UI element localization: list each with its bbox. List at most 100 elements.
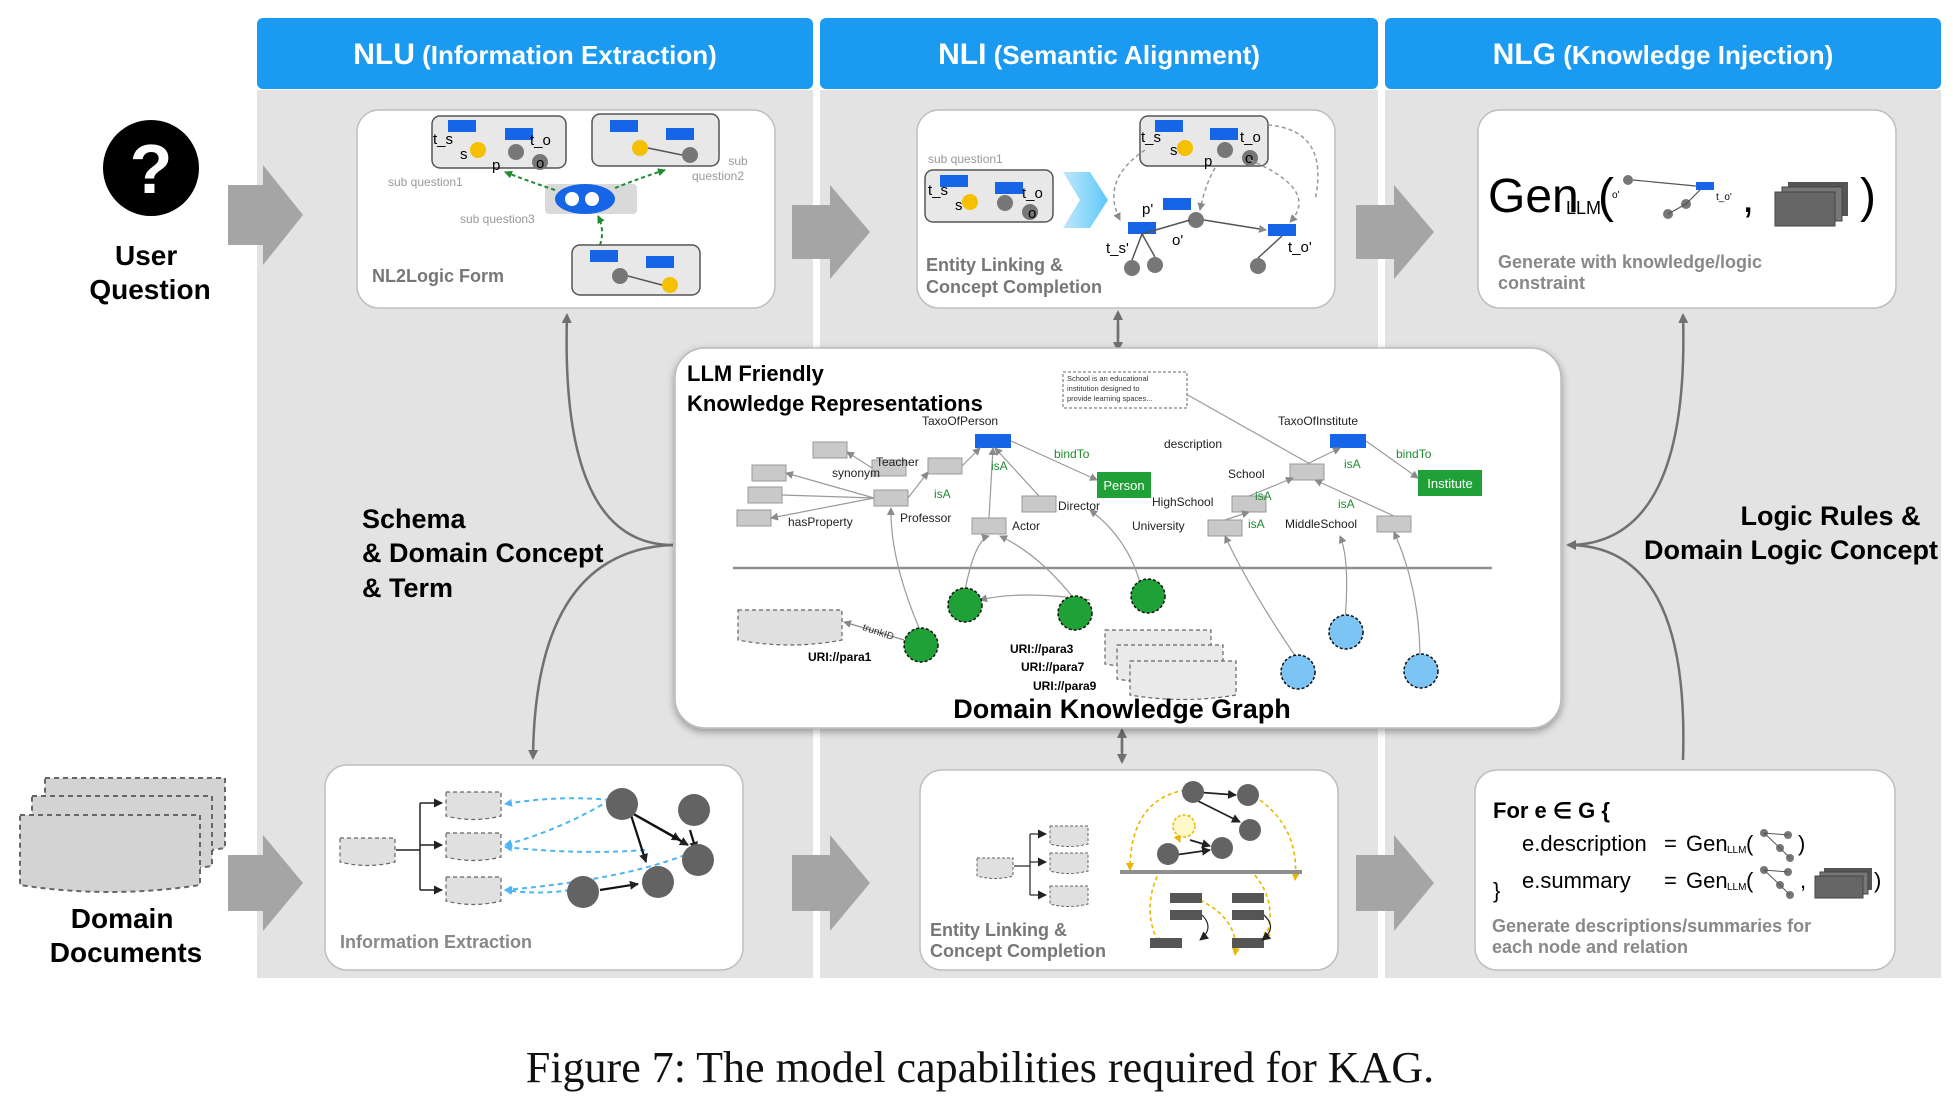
svg-text:Domain Knowledge Graph: Domain Knowledge Graph bbox=[953, 694, 1291, 724]
domain-documents-label: Domain Documents bbox=[50, 903, 202, 968]
svg-text:(: ( bbox=[1598, 170, 1614, 223]
schema-label: Schema & Domain Concept & Term bbox=[362, 504, 611, 603]
svg-text:isA: isA bbox=[1255, 489, 1272, 503]
svg-text:isA: isA bbox=[1248, 517, 1265, 531]
svg-text:Entity Linking &Concept Comple: Entity Linking &Concept Completion bbox=[930, 920, 1106, 961]
svg-text:Institute: Institute bbox=[1427, 476, 1473, 491]
svg-text:URI://para1: URI://para1 bbox=[808, 650, 872, 664]
svg-text:,: , bbox=[1800, 868, 1806, 893]
svg-text:University: University bbox=[1132, 519, 1185, 533]
svg-text:Generate descriptions/summarie: Generate descriptions/summaries foreach … bbox=[1492, 916, 1811, 957]
figure-caption: Figure 7: The model capabilities require… bbox=[526, 1043, 1434, 1092]
svg-text:NLG (Knowledge Injection): NLG (Knowledge Injection) bbox=[1493, 38, 1834, 71]
arrow-nlu-bottom-to-nli bbox=[792, 835, 870, 931]
svg-text:URI://para3: URI://para3 bbox=[1010, 642, 1074, 656]
svg-text:NL2Logic Form: NL2Logic Form bbox=[372, 266, 504, 286]
svg-text:School: School bbox=[1228, 467, 1265, 481]
svg-text:hasProperty: hasProperty bbox=[788, 515, 853, 529]
logic-rules-label: Logic Rules & Domain Logic Concept bbox=[1644, 501, 1938, 565]
nli-triple-box-top: t_s s p t_o o bbox=[1139, 115, 1269, 170]
svg-text:isA: isA bbox=[1338, 497, 1355, 511]
svg-text:): ) bbox=[1874, 868, 1881, 893]
header-nlu: NLU (Information Extraction) bbox=[257, 18, 813, 89]
svg-text:): ) bbox=[1860, 170, 1876, 223]
svg-text:}: } bbox=[1493, 878, 1500, 903]
arrow-nli-to-nlg bbox=[1356, 185, 1434, 279]
svg-text:o: o bbox=[536, 155, 544, 172]
svg-text:Gen: Gen bbox=[1686, 831, 1728, 856]
svg-text:NLU (Information Extraction): NLU (Information Extraction) bbox=[353, 38, 717, 71]
connector-curves bbox=[528, 310, 1689, 764]
svg-text:Information Extraction: Information Extraction bbox=[340, 932, 532, 952]
svg-text:,: , bbox=[1742, 173, 1754, 222]
svg-text:=: = bbox=[1664, 831, 1677, 856]
svg-text:t_o': t_o' bbox=[1716, 192, 1732, 203]
svg-text:LLM: LLM bbox=[1566, 198, 1601, 218]
svg-text:URI://para7: URI://para7 bbox=[1021, 660, 1085, 674]
svg-text:(: ( bbox=[1746, 868, 1754, 893]
svg-text:Person: Person bbox=[1103, 478, 1144, 493]
svg-text:description: description bbox=[1164, 437, 1222, 451]
svg-text:o': o' bbox=[1172, 232, 1183, 249]
svg-text:sub question1: sub question1 bbox=[388, 175, 463, 189]
nli-bottom-panel: Entity Linking &Concept Completion bbox=[919, 769, 1339, 971]
question-icon: ? bbox=[103, 120, 199, 216]
svg-text:t_s: t_s bbox=[928, 182, 948, 199]
svg-text:For e ∈ G {: For e ∈ G { bbox=[1493, 798, 1610, 823]
arrow-documents-to-nlu bbox=[228, 835, 303, 931]
svg-text:t_o: t_o bbox=[530, 132, 551, 149]
svg-text:s: s bbox=[955, 197, 963, 214]
svg-text:TaxoOfPerson: TaxoOfPerson bbox=[922, 414, 998, 428]
svg-text:Entity Linking &Concept Comple: Entity Linking &Concept Completion bbox=[926, 255, 1102, 297]
svg-text:t_s: t_s bbox=[433, 131, 453, 148]
svg-text:p': p' bbox=[1142, 201, 1153, 218]
svg-text:sub question3: sub question3 bbox=[460, 212, 535, 226]
header-nli: NLI (Semantic Alignment) bbox=[820, 18, 1378, 89]
svg-text:bindTo: bindTo bbox=[1396, 447, 1432, 461]
svg-text:o: o bbox=[1028, 205, 1036, 222]
nli-triple-box-left: t_s s t_o o bbox=[924, 169, 1054, 223]
svg-text:e.summary: e.summary bbox=[1522, 868, 1631, 893]
svg-text:t_o: t_o bbox=[1022, 185, 1043, 202]
svg-text:e.description: e.description bbox=[1522, 831, 1647, 856]
svg-text:p: p bbox=[492, 157, 500, 174]
svg-text:isA: isA bbox=[991, 459, 1008, 473]
svg-text:sub question1: sub question1 bbox=[928, 152, 1003, 166]
arrow-question-to-nlu bbox=[228, 165, 303, 265]
svg-text:NLI (Semantic Alignment): NLI (Semantic Alignment) bbox=[938, 38, 1260, 71]
svg-text:bindTo: bindTo bbox=[1054, 447, 1090, 461]
svg-text:URI://para9: URI://para9 bbox=[1033, 679, 1097, 693]
svg-text:s: s bbox=[1170, 142, 1178, 159]
svg-text:s: s bbox=[460, 146, 468, 163]
svg-text:p: p bbox=[1204, 153, 1212, 170]
documents-icon bbox=[19, 777, 226, 893]
triple-box-1: t_s s p t_o o bbox=[431, 115, 567, 174]
svg-text:=: = bbox=[1664, 868, 1677, 893]
svg-text:MiddleSchool: MiddleSchool bbox=[1285, 517, 1357, 531]
svg-text:LLM: LLM bbox=[1727, 845, 1746, 856]
arrow-nli-bottom-to-nlg bbox=[1356, 835, 1434, 931]
svg-text:Teacher: Teacher bbox=[876, 455, 919, 469]
svg-text:t_s: t_s bbox=[1141, 129, 1161, 146]
svg-text:HighSchool: HighSchool bbox=[1152, 495, 1213, 509]
nlu-bottom-panel: Information Extraction bbox=[324, 764, 744, 971]
svg-text:(: ( bbox=[1746, 831, 1754, 856]
svg-text:t_o': t_o' bbox=[1288, 239, 1312, 256]
svg-text:Actor: Actor bbox=[1012, 519, 1040, 533]
svg-text:t_s': t_s' bbox=[1106, 240, 1129, 257]
svg-text:o': o' bbox=[1612, 190, 1620, 201]
svg-text:Gen: Gen bbox=[1686, 868, 1728, 893]
svg-text:Director: Director bbox=[1058, 499, 1100, 513]
svg-text:o: o bbox=[1245, 150, 1253, 167]
svg-text:isA: isA bbox=[934, 487, 951, 501]
svg-text:): ) bbox=[1798, 831, 1805, 856]
cyan-transform-arrow bbox=[1063, 172, 1108, 228]
user-question-label: User Question bbox=[89, 240, 210, 305]
svg-text:Professor: Professor bbox=[900, 511, 951, 525]
